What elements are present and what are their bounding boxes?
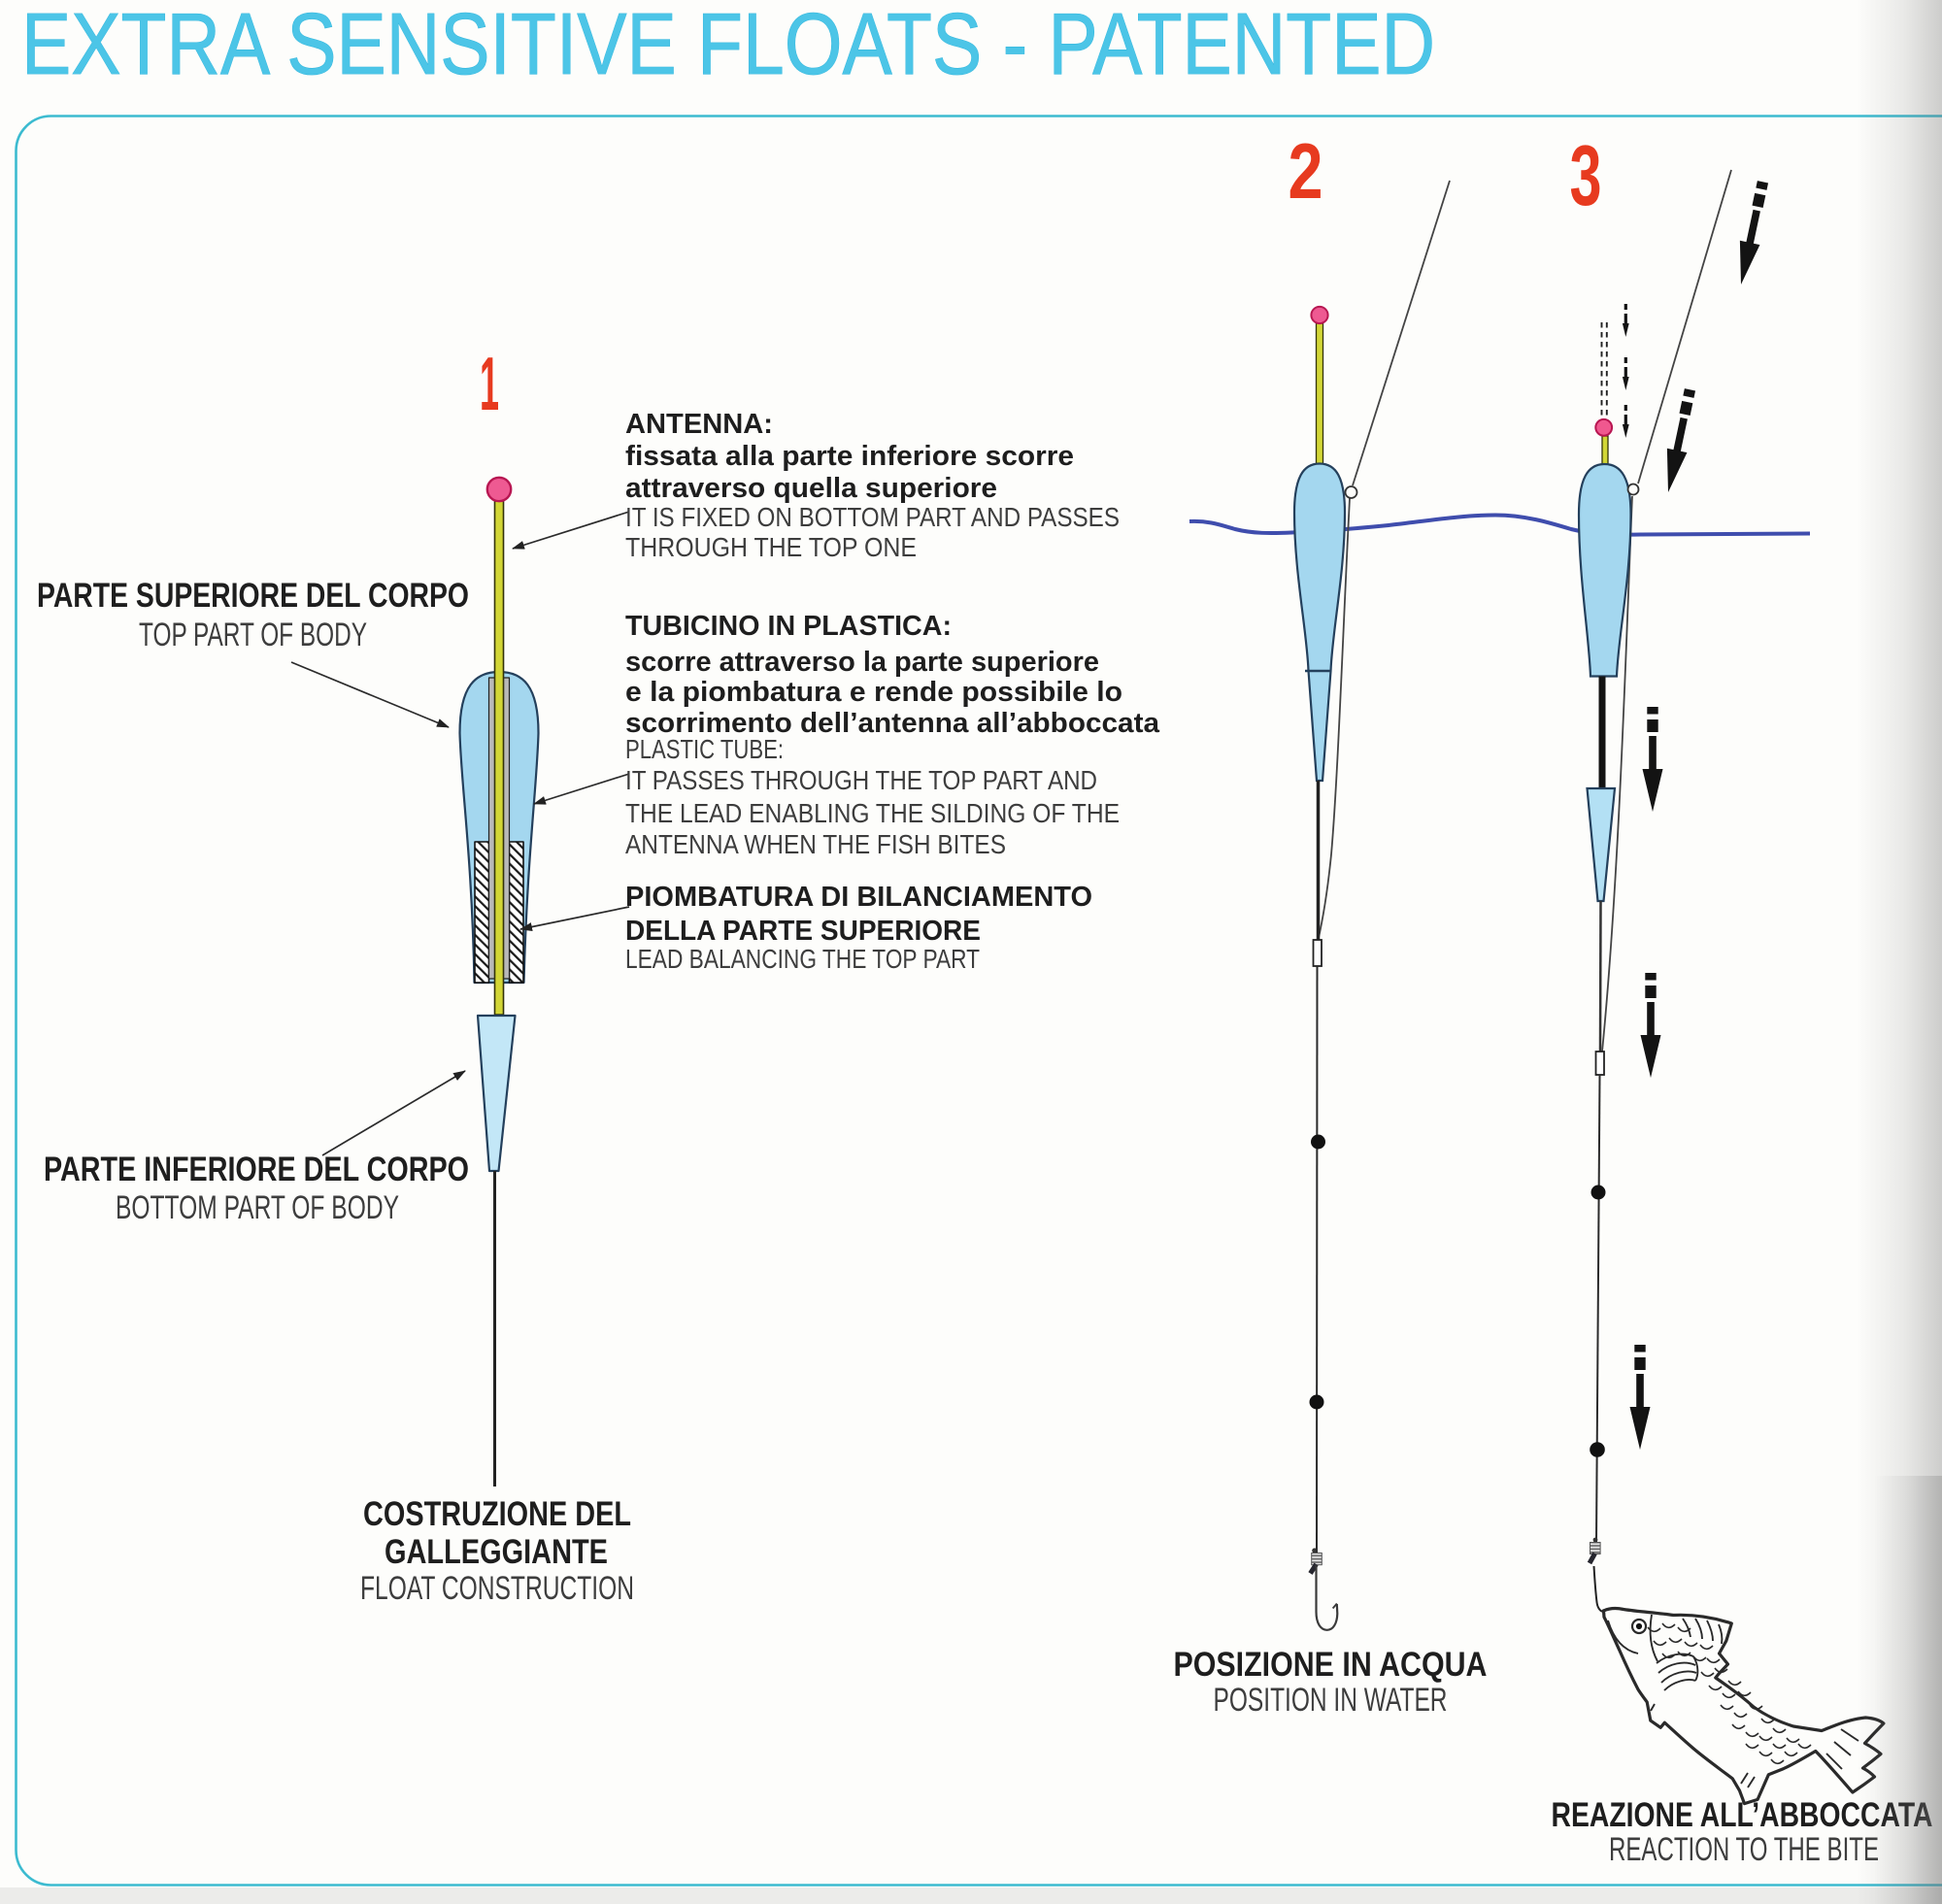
svg-text:PLASTIC TUBE:: PLASTIC TUBE: — [625, 734, 784, 764]
svg-text:TUBICINO IN PLASTICA:: TUBICINO IN PLASTICA: — [625, 611, 952, 642]
svg-text:COSTRUZIONE DEL: COSTRUZIONE DEL — [363, 1495, 631, 1533]
svg-text:DELLA PARTE SUPERIORE: DELLA PARTE SUPERIORE — [625, 916, 981, 947]
svg-text:GALLEGGIANTE: GALLEGGIANTE — [385, 1533, 608, 1571]
svg-text:1: 1 — [480, 341, 499, 426]
svg-text:scorrimento dell’antenna all’a: scorrimento dell’antenna all’abboccata — [625, 708, 1160, 739]
svg-text:PIOMBATURA DI BILANCIAMENTO: PIOMBATURA DI BILANCIAMENTO — [625, 882, 1092, 913]
svg-text:FLOAT CONSTRUCTION: FLOAT CONSTRUCTION — [360, 1570, 634, 1607]
svg-text:THROUGH THE TOP ONE: THROUGH THE TOP ONE — [625, 532, 917, 562]
svg-text:EXTRA SENSITIVE FLOATS - PATEN: EXTRA SENSITIVE FLOATS - PATENTED — [21, 0, 1435, 93]
svg-text:TOP PART OF BODY: TOP PART OF BODY — [139, 617, 367, 653]
svg-text:IT IS FIXED ON BOTTOM PART AND: IT IS FIXED ON BOTTOM PART AND PASSES — [625, 502, 1120, 532]
svg-text:REACTION TO THE BITE: REACTION TO THE BITE — [1609, 1831, 1879, 1868]
svg-text:PARTE INFERIORE DEL CORPO: PARTE INFERIORE DEL CORPO — [44, 1151, 469, 1188]
svg-text:IT PASSES THROUGH THE TOP PART: IT PASSES THROUGH THE TOP PART AND — [625, 765, 1097, 795]
svg-text:3: 3 — [1570, 127, 1602, 223]
svg-text:POSIZIONE IN ACQUA: POSIZIONE IN ACQUA — [1174, 1646, 1488, 1684]
svg-text:ANTENNA WHEN THE FISH BITES: ANTENNA WHEN THE FISH BITES — [625, 829, 1006, 859]
svg-text:POSITION IN WATER: POSITION IN WATER — [1214, 1682, 1448, 1719]
svg-text:e la piombatura e rende possib: e la piombatura e rende possibile lo — [625, 677, 1122, 708]
svg-text:attraverso quella superiore: attraverso quella superiore — [625, 473, 997, 504]
svg-text:2: 2 — [1289, 128, 1323, 216]
svg-text:BOTTOM PART OF BODY: BOTTOM PART OF BODY — [116, 1189, 399, 1226]
svg-text:ANTENNA:: ANTENNA: — [625, 409, 773, 440]
svg-text:THE LEAD ENABLING THE SILDING: THE LEAD ENABLING THE SILDING OF THE — [625, 798, 1120, 828]
svg-text:PARTE SUPERIORE DEL CORPO: PARTE SUPERIORE DEL CORPO — [37, 577, 469, 615]
svg-text:LEAD BALANCING THE TOP PART: LEAD BALANCING THE TOP PART — [625, 944, 980, 974]
svg-text:scorre attraverso la parte sup: scorre attraverso la parte superiore — [625, 647, 1099, 678]
svg-text:fissata alla parte inferiore s: fissata alla parte inferiore scorre — [625, 441, 1074, 472]
